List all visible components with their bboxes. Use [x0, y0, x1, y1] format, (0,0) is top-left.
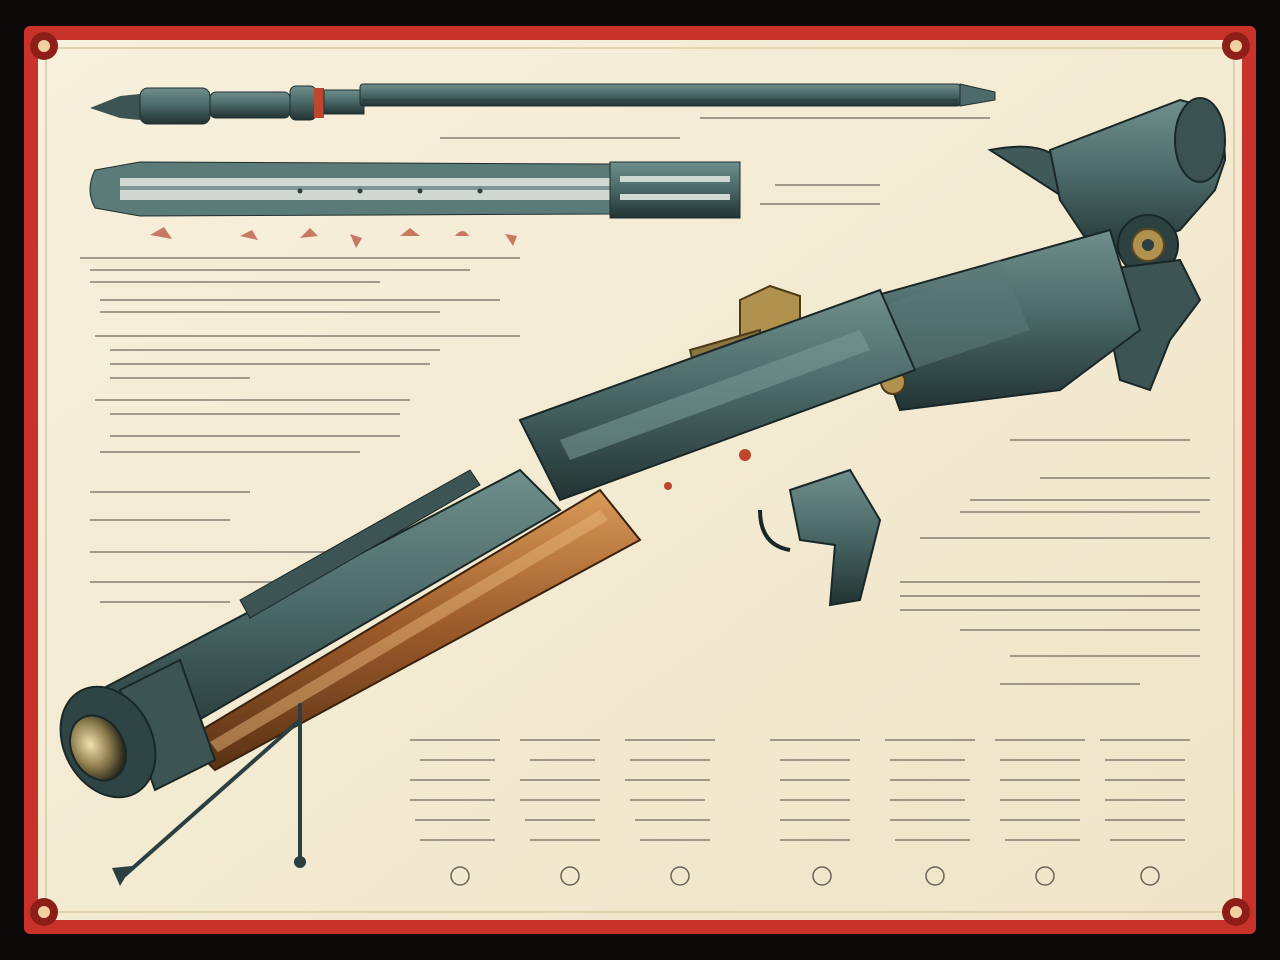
- pistol-grip: [788, 468, 882, 607]
- main-rifle-drawing: [59, 97, 1227, 886]
- spec-columns: [410, 739, 1190, 886]
- bipod: [123, 703, 302, 877]
- arrow-marker-icon: [112, 866, 132, 886]
- annotation-lines-right: [440, 117, 1210, 685]
- detail-sketches: [150, 227, 517, 248]
- inner-rule: [45, 47, 1235, 913]
- top-rifle-drawing: [90, 83, 996, 125]
- annotation-lines-left: [80, 257, 520, 603]
- rail-drawing: [89, 161, 741, 219]
- corner-ornament-icon: [30, 32, 1250, 926]
- muzzle-lens: [69, 714, 127, 782]
- compass-rose-icon: [450, 866, 1160, 886]
- trigger: [758, 509, 791, 552]
